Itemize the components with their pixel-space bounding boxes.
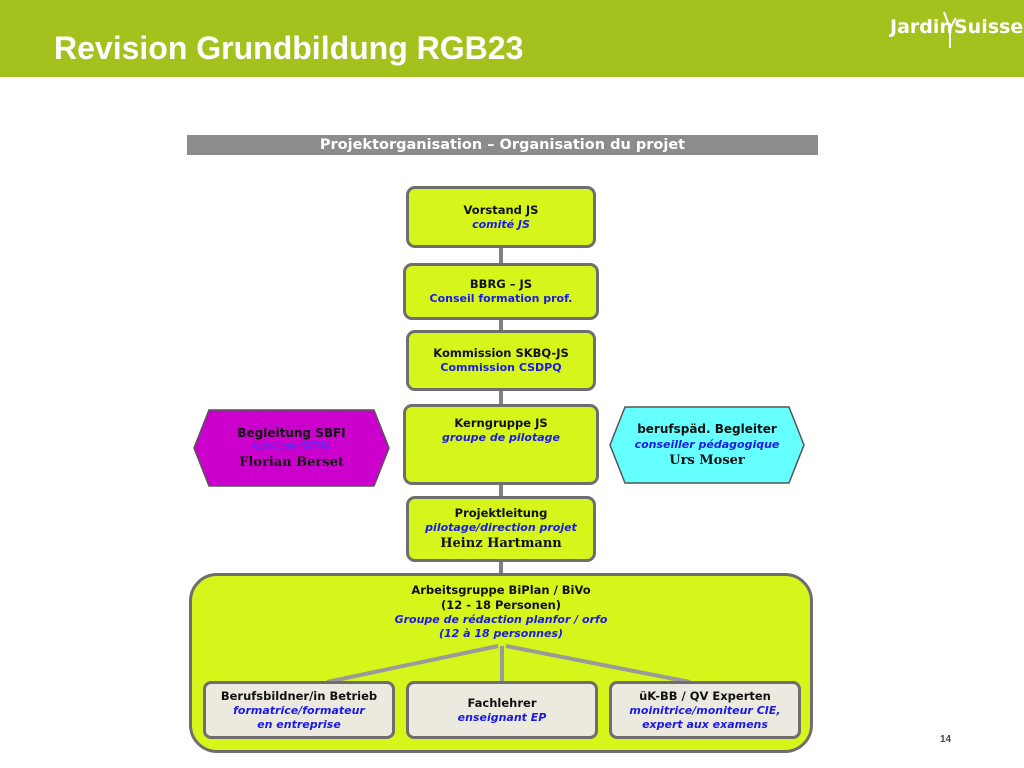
- node-kommission: Kommission SKBQ-JS Commission CSDPQ: [406, 330, 596, 391]
- diagram-banner: Projektorganisation – Organisation du pr…: [187, 135, 818, 155]
- node-arbeitsgruppe-line1: Arbeitsgruppe BiPlan / BiVo: [411, 583, 591, 597]
- logo-text-jardin: Jardin: [890, 16, 953, 38]
- logo-text-suisse: Suisse: [954, 16, 1024, 38]
- node-fachlehrer-de: Fachlehrer: [467, 695, 537, 710]
- node-vorstand-de: Vorstand JS: [463, 202, 539, 217]
- node-uk-bb-fr2: expert aux examens: [642, 717, 768, 731]
- node-projektleitung-de: Projektleitung: [454, 506, 548, 520]
- node-arbeitsgruppe-line2: (12 - 18 Personen): [440, 598, 562, 612]
- logo-sprout-icon: [943, 11, 957, 48]
- node-kommission-fr: Commission CSDPQ: [440, 361, 562, 374]
- node-bbrg-fr: Conseil formation prof.: [429, 292, 573, 305]
- page-number: 14: [940, 734, 952, 745]
- node-arbeitsgruppe-text: Arbeitsgruppe BiPlan / BiVo (12 - 18 Per…: [189, 583, 813, 641]
- node-arbeitsgruppe-line4: (12 à 18 personnes): [438, 627, 564, 640]
- node-bbrg-de: BBRG – JS: [469, 277, 533, 291]
- node-fachlehrer-fr: enseignant EP: [457, 710, 547, 724]
- node-berufspaed-fr: conseiller pédagogique: [634, 438, 780, 451]
- node-berufsbildner-fr2: en entreprise: [257, 717, 341, 731]
- node-berufsbildner-de: Berufsbildner/in Betrieb: [220, 688, 378, 703]
- node-kommission-de: Kommission SKBQ-JS: [433, 346, 569, 360]
- node-projektleitung-person: Heinz Hartmann: [440, 536, 562, 551]
- node-uk-bb-de: üK-BB / QV Experten: [639, 688, 771, 703]
- jardin-suisse-logo: Jardin Suisse: [890, 10, 1023, 50]
- node-begleitung-sbfi: Begleitung SBFI suivi par SEFRI Florian …: [193, 409, 390, 487]
- node-bbrg: BBRG – JS Conseil formation prof.: [403, 263, 599, 320]
- node-berufsbildner: Berufsbildner/in Betrieb formatrice/form…: [203, 681, 395, 739]
- node-begleitung-sbfi-person: Florian Berset: [239, 455, 344, 470]
- node-kerngruppe-de: Kerngruppe JS: [454, 416, 548, 430]
- node-vorstand-fr: comité JS: [472, 217, 530, 231]
- node-berufspaed-de: berufspäd. Begleiter: [637, 422, 777, 436]
- node-projektleitung-fr: pilotage/direction projet: [425, 521, 577, 534]
- node-kerngruppe-fr: groupe de pilotage: [441, 431, 560, 444]
- node-vorstand: Vorstand JS comité JS: [406, 186, 596, 248]
- hexagon-shape-cyan: [609, 406, 805, 484]
- node-uk-bb-fr1: moinitrice/moniteur CIE,: [629, 703, 781, 717]
- connector-to-berufsbildner: [326, 644, 499, 684]
- hexagon-shape-magenta: [193, 409, 390, 487]
- connector-to-uk-bb: [505, 644, 691, 684]
- page-title: Revision Grundbildung RGB23: [54, 30, 524, 66]
- node-projektleitung: Projektleitung pilotage/direction projet…: [406, 496, 596, 562]
- node-berufsbildner-fr1: formatrice/formateur: [233, 703, 365, 717]
- node-berufspaed-person: Urs Moser: [669, 453, 745, 468]
- header-bar: Revision Grundbildung RGB23 Jardin Suiss…: [0, 0, 1024, 77]
- node-uk-bb: üK-BB / QV Experten moinitrice/moniteur …: [609, 681, 801, 739]
- node-begleitung-sbfi-de: Begleitung SBFI: [237, 426, 346, 440]
- node-begleitung-sbfi-fr: suivi par SEFRI: [252, 441, 331, 453]
- node-berufspaed-begleiter: berufspäd. Begleiter conseiller pédagogi…: [609, 406, 805, 484]
- node-fachlehrer: Fachlehrer enseignant EP: [406, 681, 598, 739]
- node-arbeitsgruppe-line3: Groupe de rédaction planfor / orfo: [394, 613, 608, 626]
- node-kerngruppe: Kerngruppe JS groupe de pilotage: [403, 404, 599, 485]
